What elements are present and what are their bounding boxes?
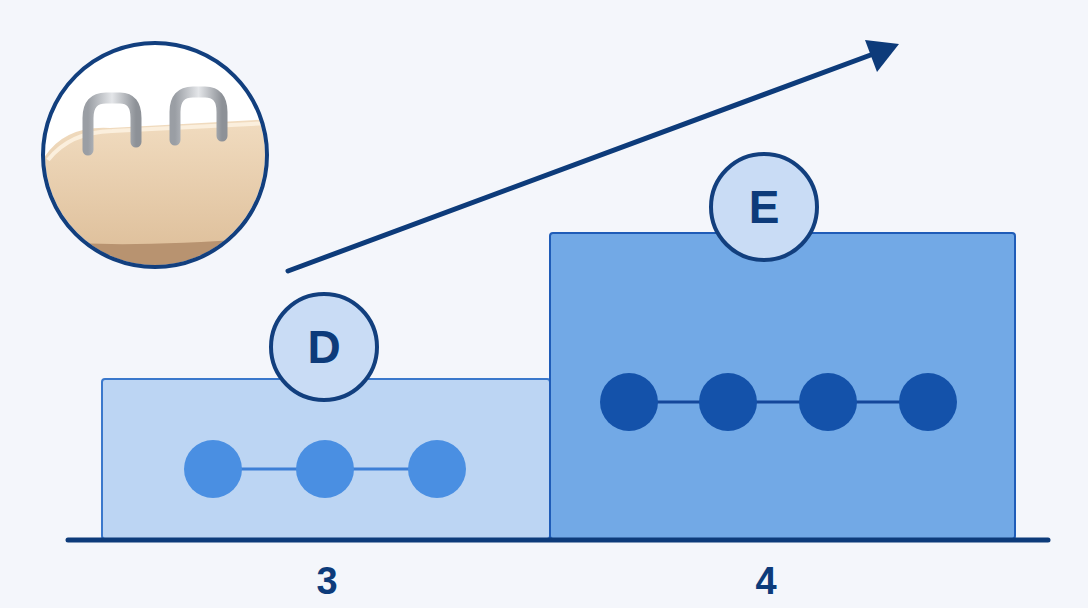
letter-badge: E: [709, 152, 819, 262]
dot-chain: [600, 373, 957, 431]
axis-number: 3: [316, 562, 337, 600]
level-bar: [550, 233, 1015, 539]
trend-arrow: [288, 40, 899, 271]
baseline: [68, 538, 1048, 543]
level-bar: [102, 379, 550, 539]
pommel-horse-inset: [40, 43, 290, 290]
axis-number: 4: [755, 562, 776, 600]
dot-chain: [184, 440, 466, 498]
badge-letter: E: [749, 184, 780, 230]
letter-badge: D: [269, 292, 379, 402]
badge-letter: D: [307, 324, 340, 370]
